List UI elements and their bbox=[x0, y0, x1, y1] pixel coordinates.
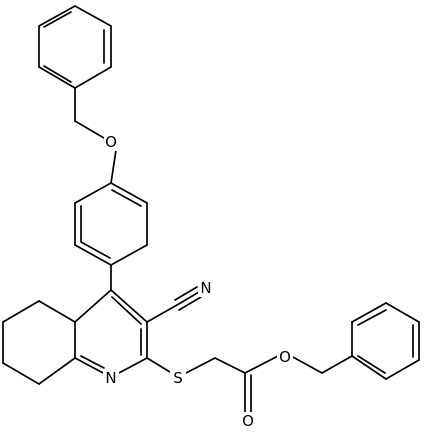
oxygen-ester-label: O bbox=[279, 348, 291, 366]
top-phenyl-ring bbox=[38, 5, 112, 89]
nitrogen-ring-label: N bbox=[105, 369, 116, 387]
thioacetate-chain bbox=[146, 355, 353, 413]
right-phenyl-ring bbox=[351, 302, 420, 380]
cyclohexane-ring bbox=[2, 300, 76, 385]
oxygen-carbonyl-label: O bbox=[242, 412, 254, 430]
atom-labels: O N N S O O bbox=[103, 133, 293, 430]
nitrile-group bbox=[146, 286, 202, 323]
nitrogen-nitrile-label: N bbox=[200, 279, 211, 297]
pyridine-ring bbox=[74, 289, 148, 375]
sulfur-label: S bbox=[173, 369, 183, 387]
oxygen-ether-label: O bbox=[105, 133, 117, 151]
middle-phenyl-ring bbox=[74, 182, 148, 266]
benzyl-ether-linker bbox=[74, 87, 117, 184]
